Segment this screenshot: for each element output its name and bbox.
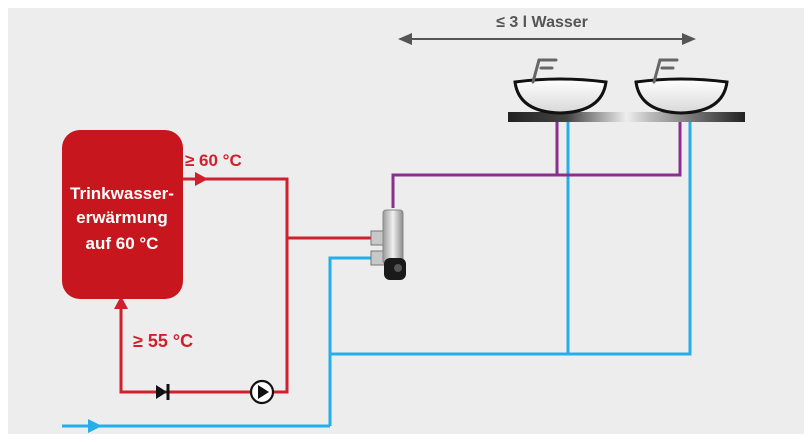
tank-label-line1: Trinkwasser- [70, 184, 174, 203]
faucet-icon [652, 58, 679, 84]
cold-supply-riser [328, 256, 374, 426]
water-volume-label: ≤ 3 l Wasser [496, 14, 588, 31]
hot-supply-arrow [195, 172, 208, 186]
mixed-riser [391, 118, 682, 208]
return-inlet-arrow [114, 296, 128, 309]
return-temperature-label: ≥ 55 °C [133, 331, 193, 351]
check-valve-icon [156, 384, 170, 400]
volume-double-arrow [398, 33, 696, 45]
supply-temperature-label: ≥ 60 °C [185, 151, 242, 170]
counter-top [508, 112, 745, 122]
circulation-pump-icon [249, 379, 275, 405]
circulation-return-pipe [119, 305, 250, 394]
cold-water-pipes [62, 118, 692, 428]
water-heater-tank [62, 130, 183, 299]
tank-label-line2: erwärmung [76, 208, 168, 227]
washbasin-icon [634, 77, 729, 115]
cold-main-branch [330, 118, 692, 356]
washbasin-1 [513, 58, 608, 115]
faucet-icon [531, 58, 558, 84]
washbasin-icon [513, 77, 608, 115]
hot-water-pipes [119, 177, 376, 394]
cold-inlet-arrow [88, 419, 102, 433]
mixed-water-pipes [391, 118, 682, 208]
thermostatic-mixer-icon [370, 209, 406, 280]
washbasin-2 [634, 58, 729, 115]
tank-label-line3: auf 60 °C [86, 234, 159, 253]
hot-supply-pipe [182, 177, 289, 394]
